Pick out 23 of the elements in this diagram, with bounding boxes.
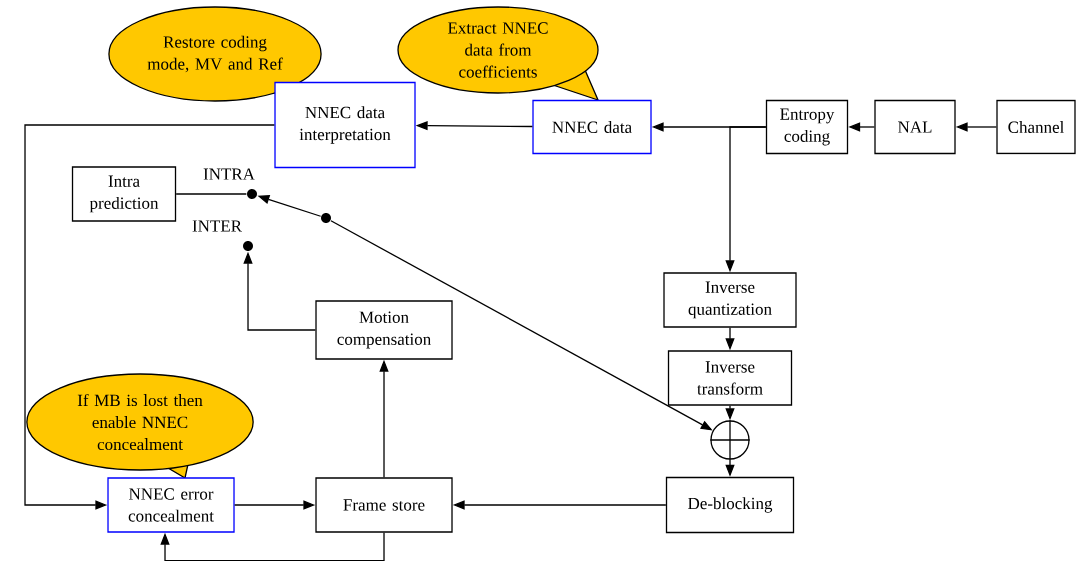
- process-box: Motion compensation: [315, 300, 453, 360]
- switch-contact: [247, 189, 257, 199]
- adder-symbol: [709, 419, 751, 461]
- switch-contact: [243, 241, 253, 251]
- process-box: Frame store: [315, 477, 453, 533]
- process-box: NNEC data: [532, 99, 652, 155]
- process-box: Channel: [996, 99, 1076, 155]
- arrow: [160, 532, 385, 561]
- process-box: De-blocking: [665, 476, 795, 534]
- process-box: Entropy coding: [765, 99, 849, 155]
- process-box: Inverse quantization: [663, 272, 797, 328]
- speech-bubble: If MB is lost then enable NNEC concealment: [26, 373, 254, 479]
- switch-label: INTRA: [203, 168, 255, 180]
- process-box: NNEC data interpretation: [274, 81, 416, 169]
- speech-bubble: Extract NNEC data from coefficients: [397, 6, 600, 102]
- switch-contact: [321, 213, 331, 223]
- switch-label: INTER: [192, 220, 242, 232]
- process-box: NNEC error concealment: [107, 477, 235, 533]
- speech-bubble: Restore coding mode, MV and Ref: [108, 6, 322, 102]
- process-box: NAL: [874, 99, 956, 155]
- process-box: Intra prediction: [71, 166, 177, 222]
- process-box: Inverse transform: [667, 350, 793, 406]
- arrow: [24, 124, 275, 510]
